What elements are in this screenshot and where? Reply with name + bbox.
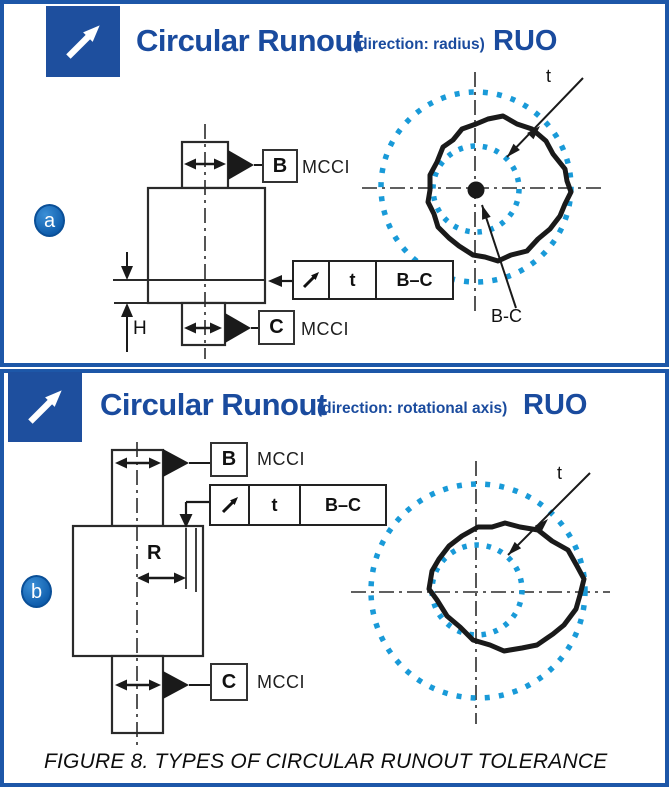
badge-a: a (34, 204, 65, 237)
actual-profile-a (425, 113, 574, 264)
dimension-h-arrows (121, 252, 133, 352)
part-outline-b (71, 448, 205, 735)
mcci-label: MCCI (257, 449, 305, 469)
dim-label-h: H (133, 318, 147, 339)
zone-label-t-a: t (546, 66, 552, 86)
datum-box-c: C (210, 663, 248, 701)
inner-tolerance-circle-b (429, 542, 525, 638)
tolerance-value: t (330, 262, 377, 298)
dimension-r (137, 528, 197, 592)
circular-runout-icon (8, 372, 82, 442)
datum-target-c-b (115, 671, 210, 699)
mcci-label: MCCI (302, 157, 350, 177)
t-arrow-b (507, 472, 591, 556)
datum-axis-dot-a (467, 181, 485, 199)
figure-caption: FIGURE 8. TYPES OF CIRCULAR RUNOUT TOLER… (44, 750, 608, 773)
datum-box-b: B (262, 149, 298, 183)
panel-a-abbreviation: RUO (493, 25, 558, 57)
dim-label-r: R (147, 542, 162, 564)
panel-b-direction-note: (direction: rotational axis) (317, 400, 508, 417)
mcci-label: MCCI (301, 319, 349, 339)
panel-a-frame (0, 0, 669, 367)
inner-tolerance-circle-a (430, 143, 522, 235)
panel-a-direction-note: (direction: radius) (353, 36, 485, 53)
bc-arrow-a (481, 204, 517, 309)
datum-target-b-b (115, 449, 210, 477)
panel-b-title: Circular Runout (100, 387, 327, 422)
circular-runout-icon (294, 262, 330, 298)
t-arrow-a (506, 77, 584, 158)
datum-target-c-a (184, 313, 258, 343)
datum-target-b-a (184, 150, 262, 180)
panel-b-abbreviation: RUO (523, 389, 588, 421)
feature-control-frame-b: t B–C (209, 484, 387, 526)
badge-b: b (21, 575, 52, 608)
circular-runout-icon (211, 486, 250, 524)
part-outline-a (146, 140, 267, 347)
fcf-leader-b (179, 500, 209, 528)
datum-reference: B–C (324, 494, 361, 515)
panel-a-title: Circular Runout (136, 23, 363, 58)
zone-label-t-b: t (557, 463, 563, 483)
datum-box-c: C (258, 310, 295, 345)
datum-reference: B–C (396, 269, 433, 290)
fcf-leader-a (268, 275, 292, 287)
panel-b-frame (0, 369, 669, 787)
datum-box-b: B (210, 442, 248, 477)
zone-label-bc-a: B-C (491, 306, 522, 326)
outer-tolerance-circle-b (368, 481, 588, 701)
mcci-label: MCCI (257, 672, 305, 692)
actual-profile-b (426, 520, 587, 654)
feature-control-frame-a: t B–C (292, 260, 454, 300)
tolerance-value: t (250, 486, 301, 524)
circular-runout-icon (46, 6, 120, 77)
